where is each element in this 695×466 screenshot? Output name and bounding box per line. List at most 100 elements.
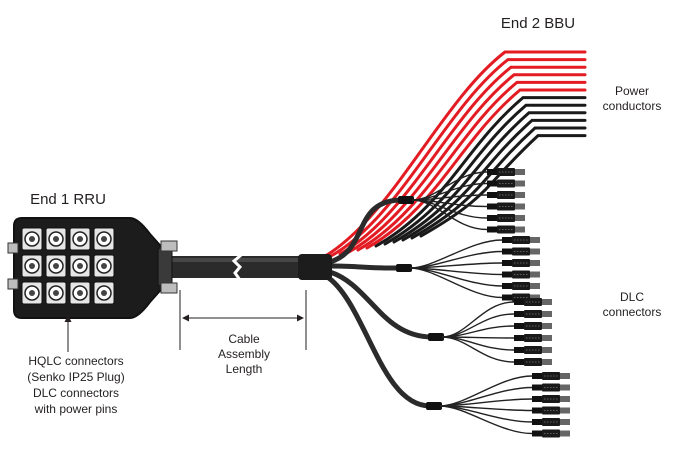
hqlc-port-pin [77, 236, 83, 242]
dlc-boot [502, 271, 512, 278]
hqlc-label-line3: DLC connectors [33, 386, 119, 400]
dlc-ferrule [515, 203, 525, 210]
black-power-conductor [374, 96, 587, 248]
dlc-ferrule [515, 169, 525, 175]
dlc-boot [514, 311, 524, 317]
hqlc-port-pin [29, 290, 35, 296]
dlc-ferrule [542, 323, 552, 329]
dlc-ferrule [515, 180, 525, 187]
fiber-lead [439, 405, 533, 435]
fiber-lead [409, 267, 503, 299]
hqlc-port-pin [53, 290, 59, 296]
dlc-ferrule [560, 384, 570, 391]
red-power-conductor [356, 80, 587, 252]
dlc-ferrule [542, 335, 552, 341]
hqlc-port-pin [29, 263, 35, 269]
dlc-boot [487, 169, 497, 175]
breakout-furcation [396, 264, 412, 272]
fiber-lead [439, 398, 533, 407]
rru-collar [157, 247, 173, 287]
fiber-trunk [324, 273, 431, 409]
hqlc-label-line1: HQLC connectors [28, 354, 123, 368]
dlc-ferrule [560, 430, 570, 437]
fiber-lead [441, 301, 515, 338]
fiber-breakouts [324, 168, 570, 438]
dlc-ferrule [542, 311, 552, 317]
cable-label-line1: Cable [228, 332, 260, 346]
dlc-boot [502, 248, 512, 255]
fiber-trunk [329, 197, 403, 265]
dlc-boot [532, 384, 542, 391]
fiber-lead [411, 199, 488, 231]
dlc-ferrule [530, 283, 540, 289]
cable-label-line2: Assembly [218, 347, 270, 361]
dlc-boot [514, 347, 524, 353]
black-power-conductor [401, 118, 587, 242]
dlc-boot [502, 294, 512, 301]
fiber-lead [439, 375, 533, 407]
fiber-trunk [331, 263, 401, 271]
dlc-ferrule [542, 347, 552, 353]
dlc-boot [502, 283, 512, 289]
dlc-ferrule [530, 294, 540, 301]
dlc-ferrule [515, 192, 525, 198]
dlc-ferrule [515, 226, 525, 233]
fiber-lead [441, 336, 515, 363]
end2-label: End 2 BBU [501, 15, 575, 32]
black-power-conductor [383, 103, 587, 246]
hqlc-label-line2: (Senko IP25 Plug) [27, 370, 124, 384]
dlc-boot [502, 237, 512, 243]
dlc-ferrule [530, 260, 540, 266]
cable-break-mark [231, 249, 243, 286]
main-cable [168, 249, 332, 286]
black-power-conductor [392, 111, 587, 244]
length-dimension [64, 290, 307, 352]
cable-highlight [168, 258, 328, 262]
mount-tab [7, 242, 19, 254]
dlc-boot [514, 299, 524, 305]
dlc-boot [532, 373, 542, 379]
dlc-label-line2: connectors [603, 305, 662, 319]
dlc-boot [532, 419, 542, 425]
dlc-ferrule [542, 299, 552, 305]
hqlc-port-pin [29, 236, 35, 242]
breakout-furcation [398, 196, 414, 204]
dlc-ferrule [530, 271, 540, 278]
end1-label: End 1 RRU [30, 191, 106, 208]
mount-tab [160, 282, 178, 294]
red-power-conductor [365, 88, 587, 250]
dlc-label-line1: DLC [620, 290, 644, 304]
dlc-boot [487, 192, 497, 198]
dim-arrow-right [297, 314, 304, 322]
dlc-boot [532, 407, 542, 414]
dlc-boot [487, 226, 497, 233]
hqlc-port-pin [77, 290, 83, 296]
labels: End 2 BBU End 1 RRU Power conductors DLC… [27, 15, 661, 416]
red-power-conductor [347, 73, 587, 254]
red-power-conductor [338, 65, 587, 256]
hqlc-pointer-arrow [64, 315, 72, 322]
dlc-ferrule [560, 396, 570, 402]
fiber-trunk [329, 269, 433, 340]
hqlc-port-pin [101, 236, 107, 242]
hqlc-port-pin [53, 236, 59, 242]
dlc-boot [487, 215, 497, 221]
mount-tab [160, 240, 178, 252]
red-power-conductor [320, 50, 587, 260]
breakout-sleeve [298, 254, 332, 280]
dlc-boot [514, 359, 524, 365]
dim-arrow-left [182, 314, 189, 322]
hqlc-label-line4: with power pins [34, 402, 118, 416]
dlc-boot [502, 260, 512, 266]
dlc-boot [514, 323, 524, 329]
dlc-ferrule [560, 407, 570, 414]
power-label-line2: conductors [603, 99, 662, 113]
dlc-ferrule [530, 237, 540, 243]
breakout-furcation [428, 333, 444, 341]
hqlc-port-pin [101, 290, 107, 296]
breakout-furcation [426, 402, 442, 410]
dlc-ferrule [542, 359, 552, 365]
rru-connector-housing [7, 217, 178, 319]
